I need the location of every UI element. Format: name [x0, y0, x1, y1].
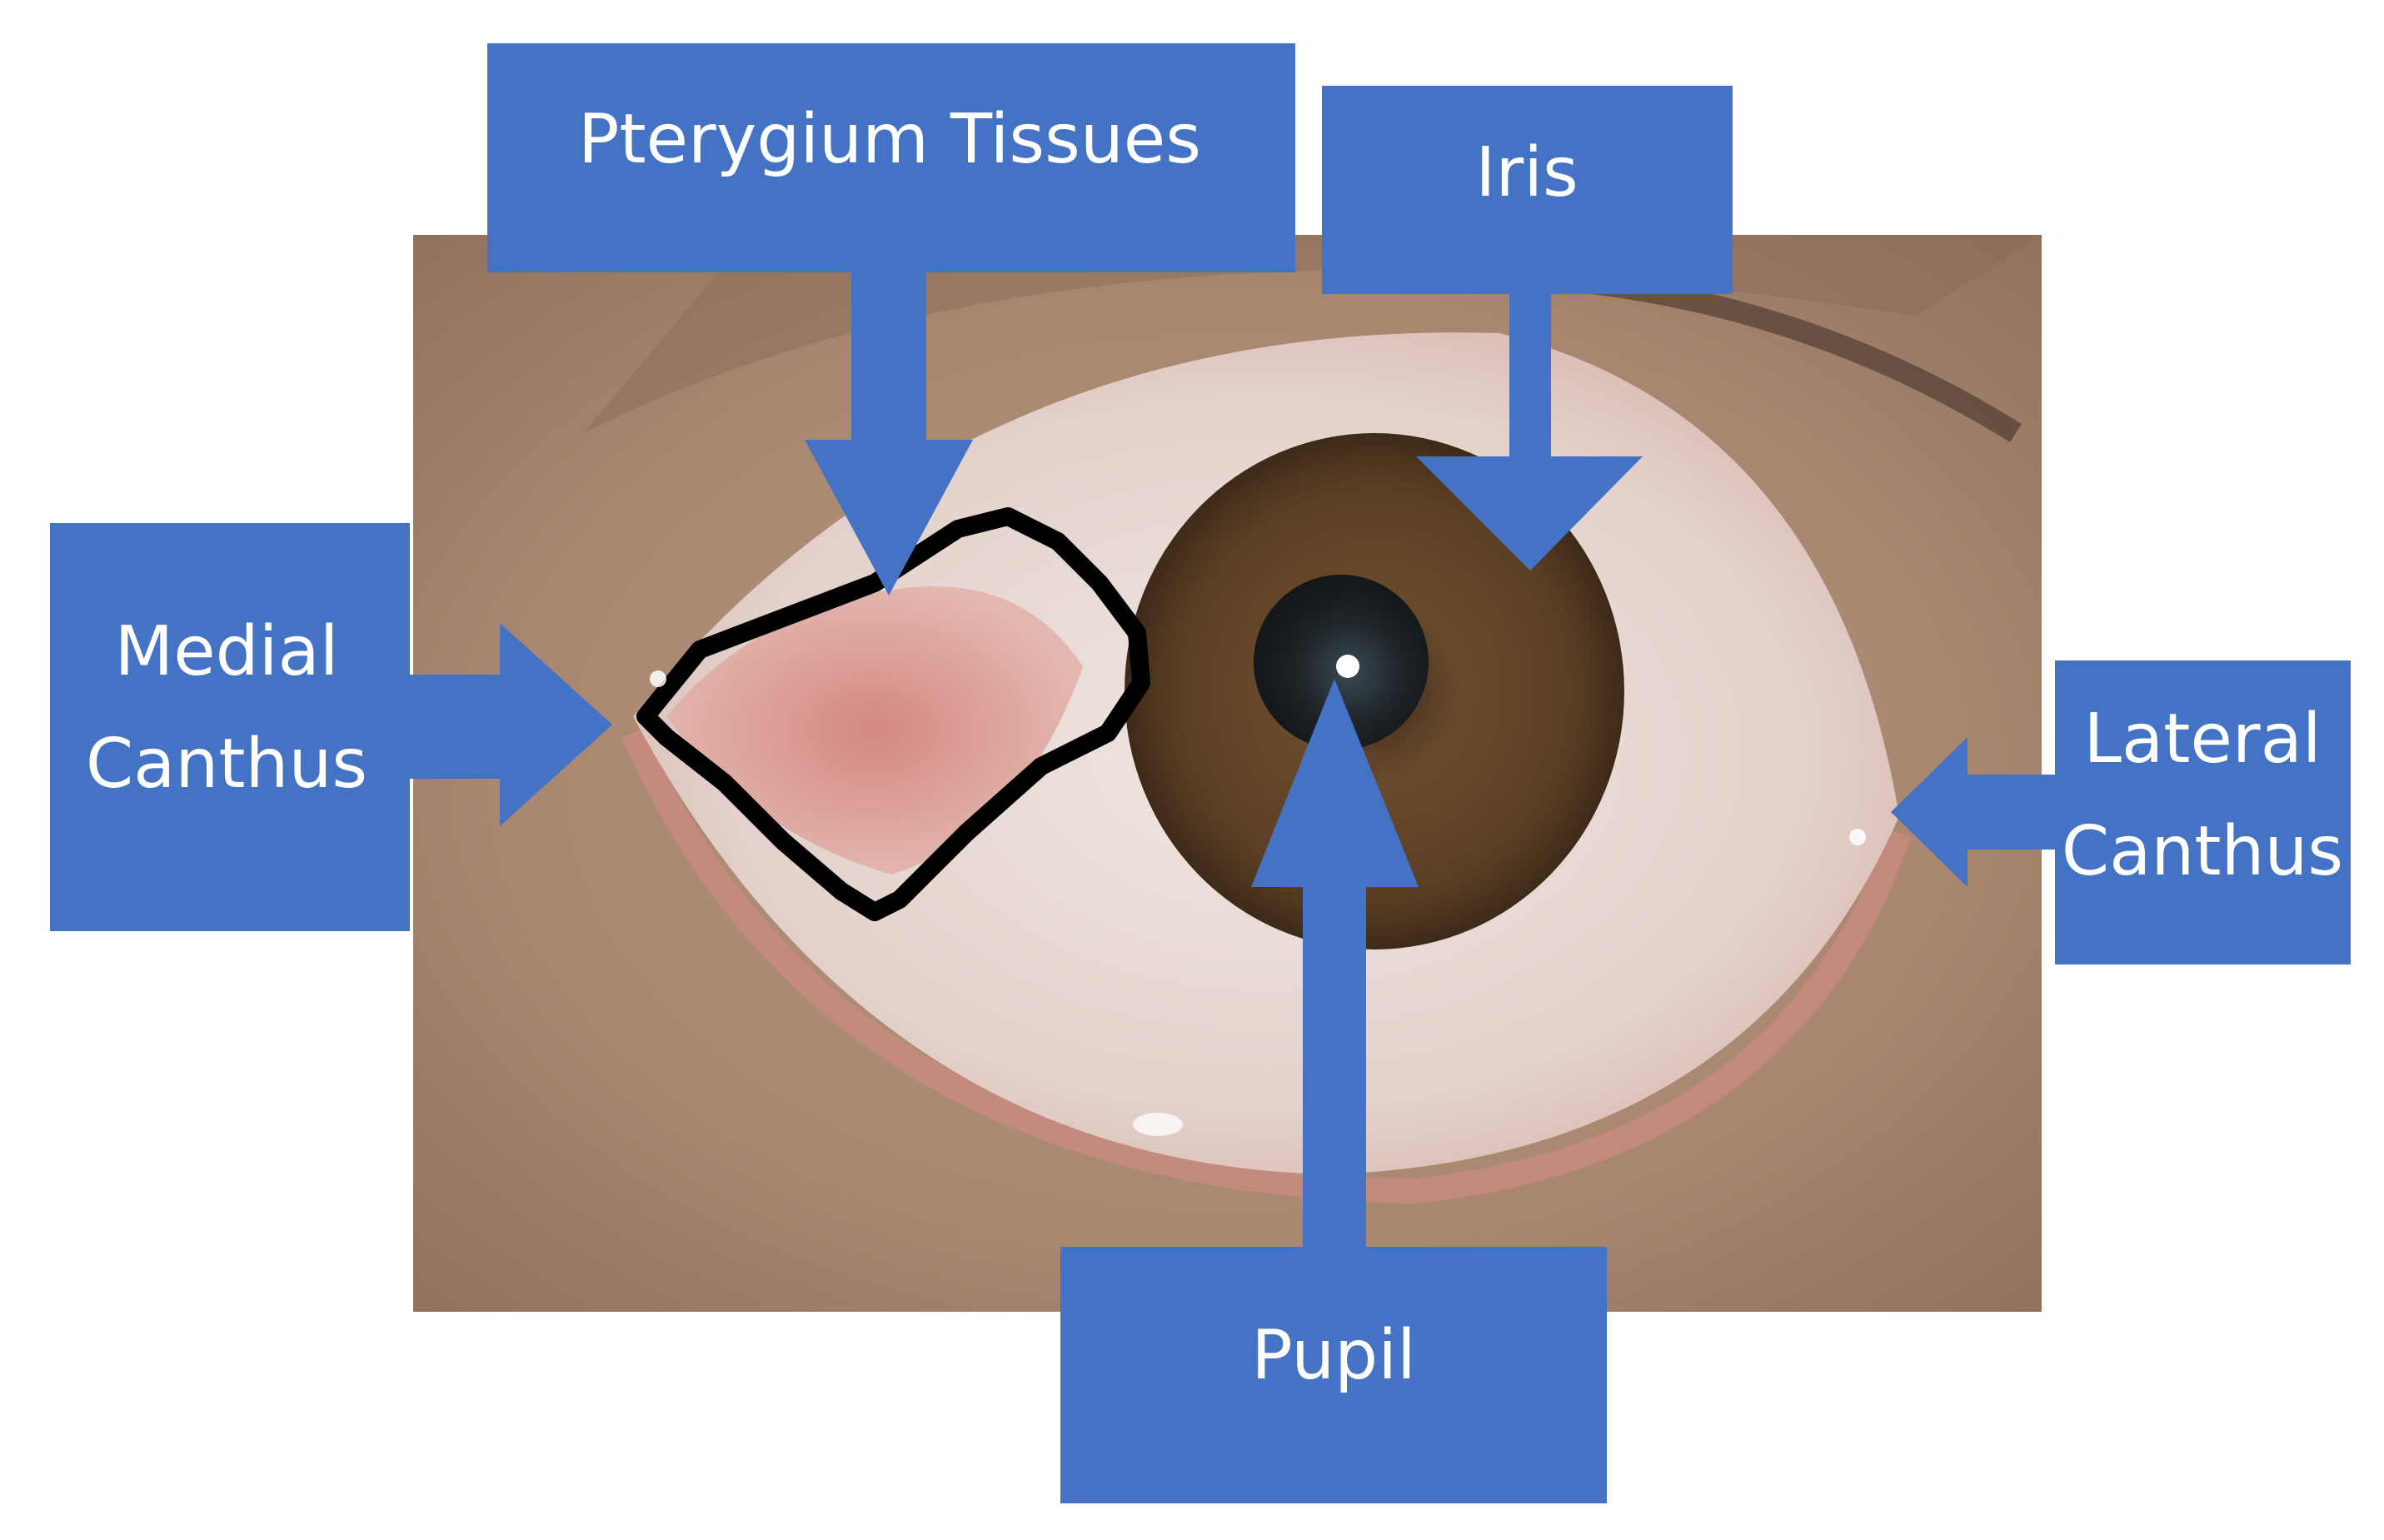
lower-lid-highlight	[1133, 1113, 1183, 1136]
lateral-canthus-label-line1: Lateral	[2083, 700, 2321, 779]
pterygium-tissue	[666, 586, 1083, 875]
canthus-highlight-lateral	[1849, 829, 1866, 845]
pupil-reflection	[1336, 655, 1359, 678]
lateral-canthus-label-line2: Canthus	[2062, 812, 2343, 891]
iris-label-box	[1322, 86, 1733, 294]
eye-photo	[413, 235, 2042, 1312]
pupil-label-group: Pupil	[1060, 679, 1607, 1503]
pterygium-label-box	[487, 43, 1295, 272]
medial-canthus-label-box	[50, 523, 410, 931]
medial-canthus-arrow	[410, 623, 612, 826]
pupil-label-text: Pupil	[1251, 1316, 1416, 1395]
lateral-canthus-label-group: Lateral Canthus	[1891, 660, 2351, 964]
lateral-canthus-label-box	[2055, 660, 2351, 964]
lateral-canthus-arrow	[1891, 737, 2055, 887]
iris-label-text: Iris	[1475, 133, 1578, 212]
pterygium-outline	[636, 507, 1150, 921]
pterygium-label-group: Pterygium Tissues	[487, 43, 1295, 596]
medial-canthus-label-line1: Medial	[114, 612, 338, 691]
iris-arrow	[1416, 294, 1643, 571]
pterygium-label-text: Pterygium Tissues	[578, 100, 1201, 179]
iris-label-group: Iris	[1322, 86, 1733, 571]
medial-canthus-label-line2: Canthus	[86, 725, 367, 804]
medial-canthus-label-group: Medial Canthus	[50, 523, 612, 931]
pupil-arrow	[1251, 679, 1419, 1247]
pupil-label-box	[1060, 1247, 1607, 1503]
pterygium-arrow	[805, 272, 973, 596]
canthus-highlight-medial	[650, 670, 666, 687]
